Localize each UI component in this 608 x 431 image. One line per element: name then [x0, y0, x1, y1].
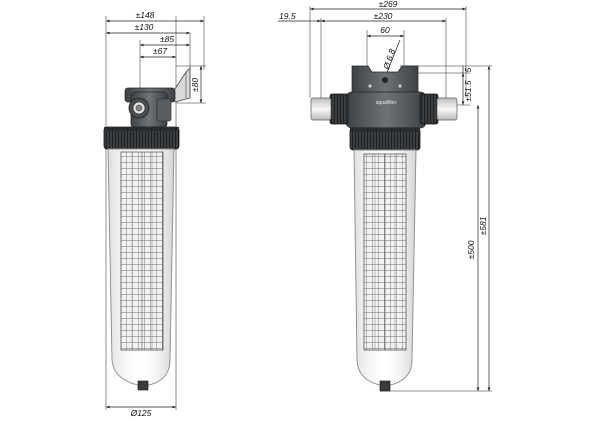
dim-label-67: ±67 [153, 46, 167, 56]
dim-label-130: ±130 [135, 22, 154, 32]
drain-valve [137, 380, 149, 391]
drain-valve-front [379, 380, 391, 392]
inlet-nut-left [329, 93, 349, 125]
wall-bracket [172, 67, 191, 103]
mounting-hole [382, 77, 388, 83]
dim-label-80: ±80 [190, 78, 200, 92]
dim-label-85: ±85 [160, 34, 174, 44]
front-view: ±269 ±230 19.5 60 Ø 6.8 5 ±51.5 ±500 ±58… [278, 0, 492, 392]
dim-label-hole: Ø 6.8 [381, 47, 397, 71]
outlet-fitting-right [436, 97, 458, 121]
dim-label-148: ±148 [136, 10, 155, 20]
side-view: ±148 ±130 ±85 ±67 ±80 [103, 10, 206, 418]
dim-label-19-5: 19.5 [279, 11, 296, 21]
brand-label: aquafilter [376, 100, 397, 106]
dim-label-5: 5 [463, 67, 473, 72]
dim-label-230: ±230 [374, 11, 393, 21]
dim-label-60: 60 [380, 25, 390, 35]
dim-label-500: ±500 [466, 240, 476, 259]
filter-head-body [345, 91, 427, 129]
dim-label-581: ±581 [478, 216, 488, 235]
dim-label-269: ±269 [379, 0, 398, 9]
outlet-nut-right [419, 93, 439, 125]
dim-label-diameter: Ø125 [130, 408, 152, 418]
dim-label-51-5: ±51.5 [463, 80, 473, 101]
inlet-fitting-left [310, 97, 332, 121]
